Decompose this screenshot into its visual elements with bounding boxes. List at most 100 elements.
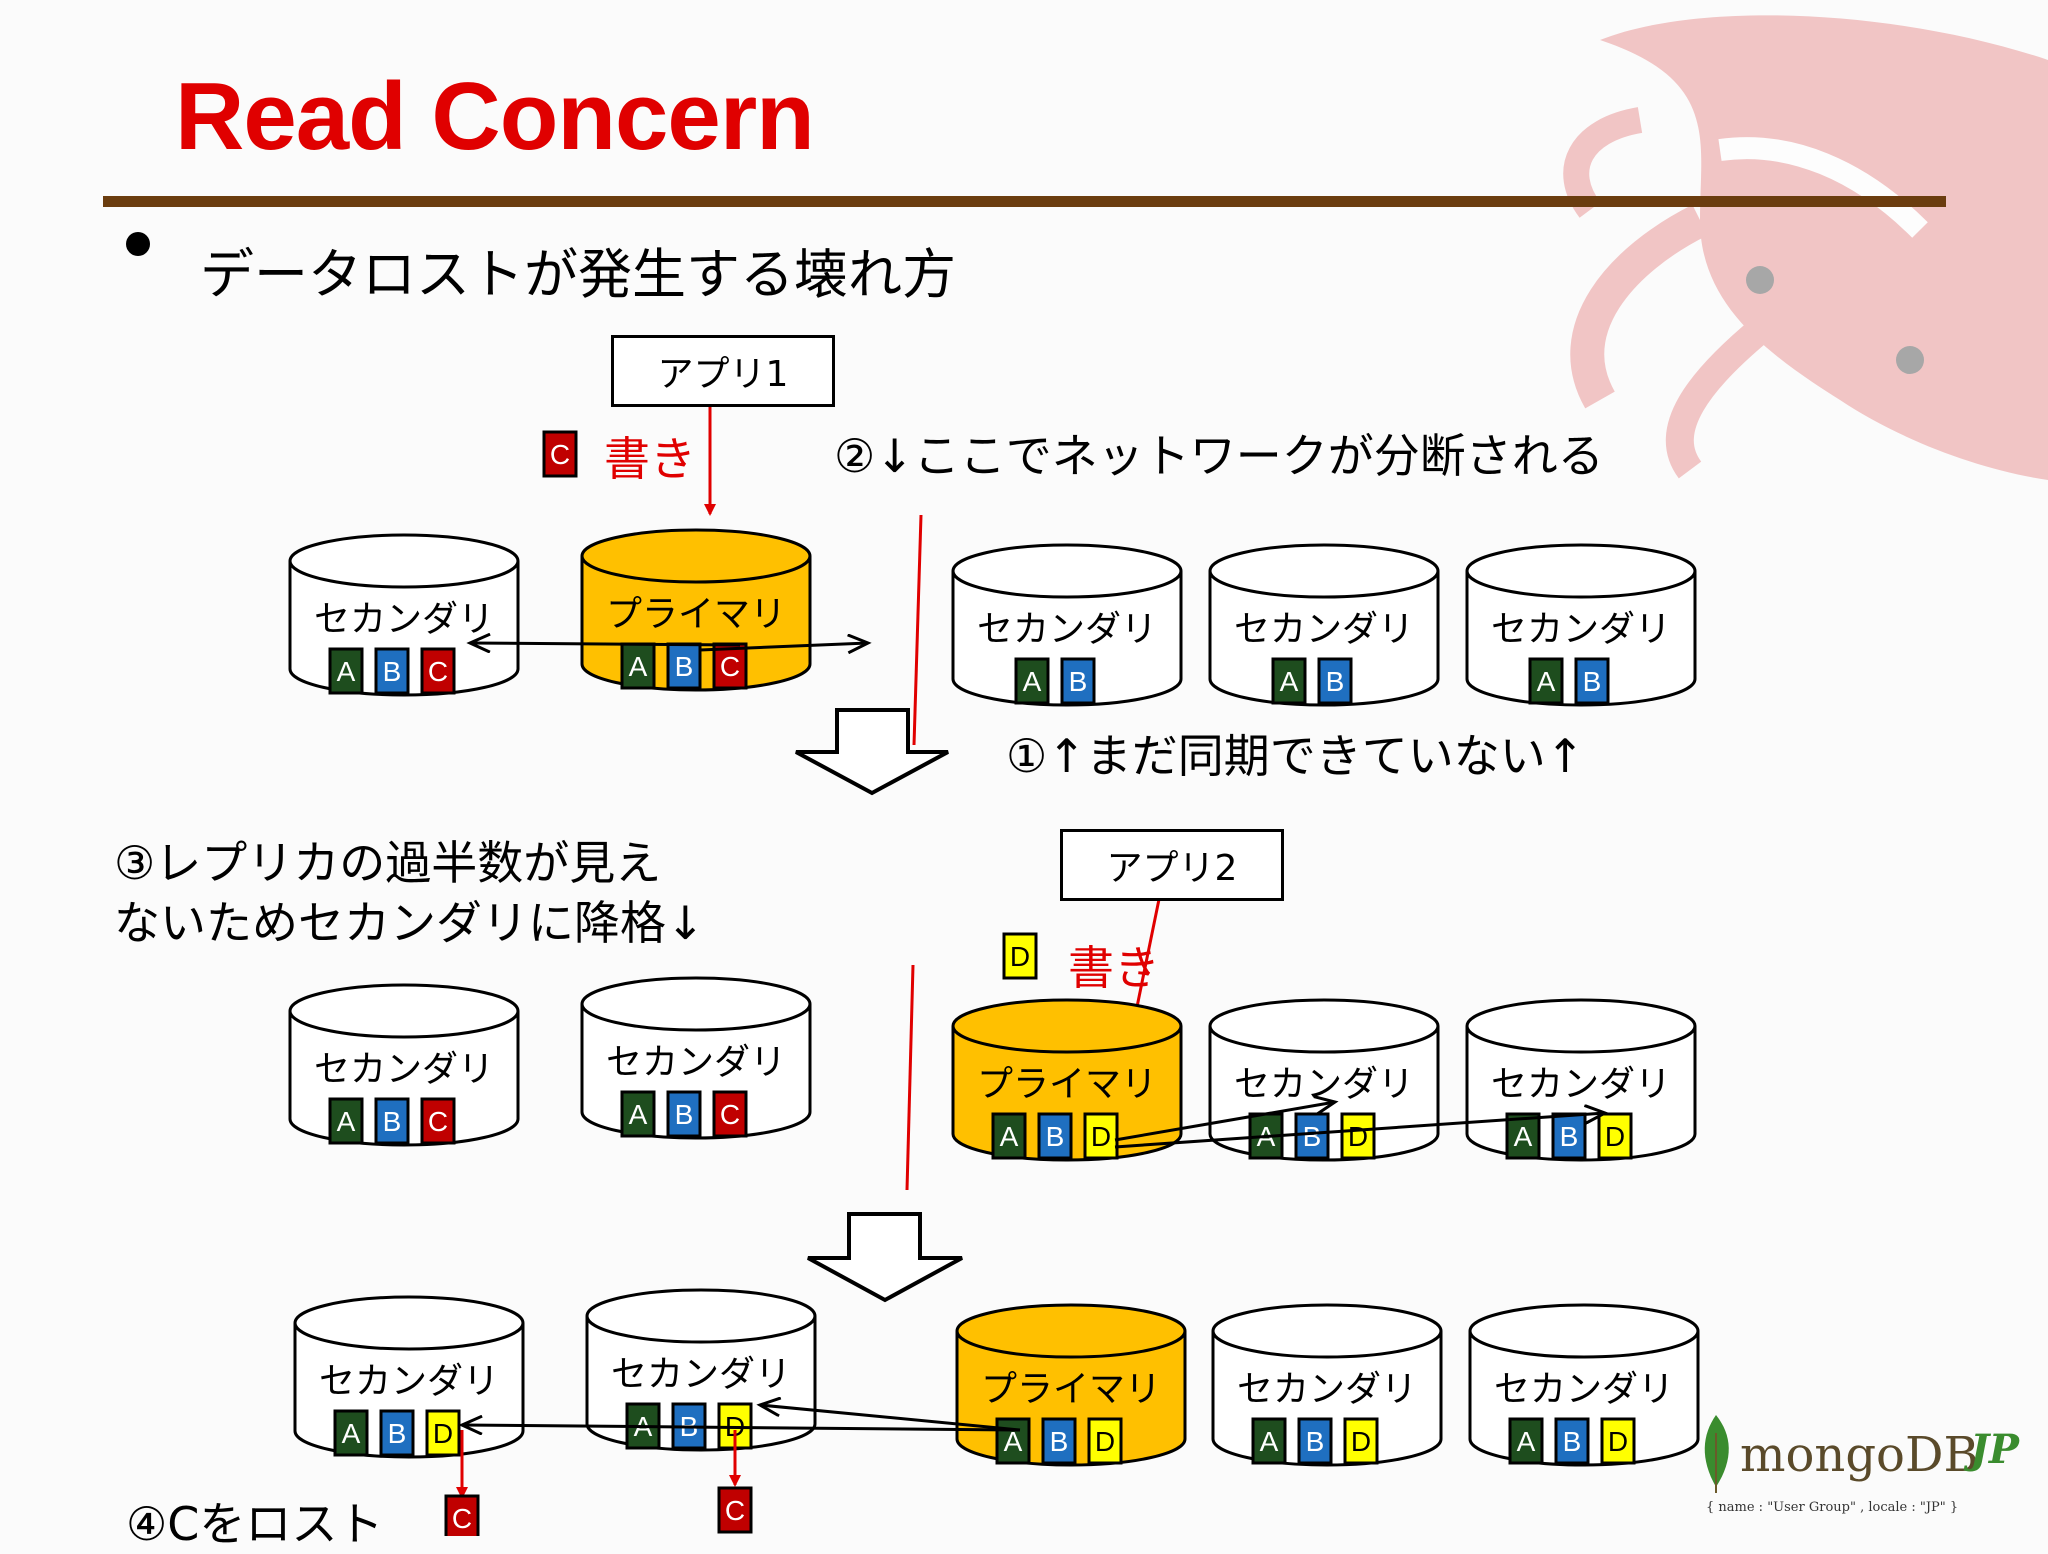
write-chip-c: C [542, 430, 578, 478]
write-chip-d: D [1002, 932, 1038, 980]
svg-text:B: B [388, 1418, 407, 1449]
svg-text:D: D [1351, 1426, 1371, 1457]
svg-text:A: A [1514, 1121, 1533, 1152]
replication-arrows [462, 643, 1605, 1430]
svg-text:C: C [725, 1495, 745, 1526]
db-role-label: セカンダリ [1491, 609, 1671, 650]
svg-text:C: C [720, 651, 740, 682]
chip-B: B [1554, 1417, 1590, 1465]
chip-B: B [666, 642, 702, 690]
step1-label: ①↑まだ同期できていない↑ [1006, 729, 1585, 783]
chip-C: C [420, 1097, 456, 1145]
chip-A: A [333, 1409, 369, 1457]
down-arrow-2 [807, 1212, 963, 1303]
partition-line-2 [905, 964, 915, 1191]
chip-A: A [1508, 1417, 1544, 1465]
chip-A: A [995, 1417, 1031, 1465]
svg-text:B: B [383, 656, 402, 687]
svg-text:D: D [433, 1418, 453, 1449]
chip-D: D [1597, 1112, 1633, 1160]
chip-A: A [620, 642, 656, 690]
squid-mascot-icon [1563, 15, 2048, 481]
chip-A: A [620, 1090, 656, 1138]
step2-label: ②↓ここでネットワークが分断される [834, 429, 1604, 483]
svg-text:B: B [1326, 666, 1345, 697]
db-role-label: セカンダリ [1237, 1369, 1417, 1410]
step4-label: ④Cをロスト [126, 1497, 384, 1551]
svg-text:B: B [1563, 1426, 1582, 1457]
chip-B: B [1297, 1417, 1333, 1465]
svg-text:A: A [337, 656, 356, 687]
chip-B: B [1551, 1112, 1587, 1160]
db-role-label: プライマリ [606, 594, 786, 635]
chip-D: D [1343, 1417, 1379, 1465]
svg-text:A: A [1004, 1426, 1023, 1457]
slide-title: Read Concern [175, 63, 815, 170]
db-role-label: セカンダリ [319, 1361, 499, 1402]
chip-B: B [1060, 657, 1096, 705]
svg-text:A: A [1260, 1426, 1279, 1457]
svg-text:A: A [1517, 1426, 1536, 1457]
svg-text:B: B [383, 1106, 402, 1137]
svg-text:B: B [1069, 666, 1088, 697]
svg-text:A: A [1000, 1121, 1019, 1152]
chip-D: D [1340, 1112, 1376, 1160]
svg-text:D: D [1091, 1121, 1111, 1152]
chip-A: A [991, 1112, 1027, 1160]
chip-B: B [1041, 1417, 1077, 1465]
db-role-label: セカンダリ [1494, 1369, 1674, 1410]
lost-chip-c-1: C [444, 1494, 480, 1536]
svg-text:B: B [1303, 1121, 1322, 1152]
db-role-label: セカンダリ [1234, 1064, 1414, 1105]
db-role-label: セカンダリ [606, 1042, 786, 1083]
svg-text:B: B [1560, 1121, 1579, 1152]
chip-C: C [712, 642, 748, 690]
chip-B: B [1037, 1112, 1073, 1160]
chip-D: D [425, 1409, 461, 1457]
app2-box: アプリ2 [1060, 829, 1284, 901]
svg-text:C: C [452, 1503, 472, 1534]
bullet-dot-icon [126, 232, 150, 256]
svg-text:D: D [1608, 1426, 1628, 1457]
title-rule [103, 196, 1946, 207]
svg-text:B: B [1583, 666, 1602, 697]
svg-text:D: D [1095, 1426, 1115, 1457]
db-role-label: プライマリ [977, 1064, 1157, 1105]
write-label-1: 書き [604, 432, 696, 486]
chip-C: C [712, 1090, 748, 1138]
chip-A: A [1528, 657, 1564, 705]
db-role-label: セカンダリ [1234, 609, 1414, 650]
mongodb-jp-logo: mongoDB JP [1704, 1415, 2021, 1493]
partition-line-1 [912, 514, 923, 746]
svg-text:D: D [1605, 1121, 1625, 1152]
app1-box: アプリ1 [611, 335, 835, 407]
svg-text:C: C [550, 439, 570, 470]
chip-A: A [1251, 1417, 1287, 1465]
lost-chip-c-2: C [717, 1486, 753, 1534]
db-role-label: セカンダリ [314, 599, 494, 640]
chip-B: B [374, 647, 410, 695]
down-arrow-1 [795, 708, 949, 796]
chip-B: B [379, 1409, 415, 1457]
chip-A: A [328, 1097, 364, 1145]
db-role-label: セカンダリ [314, 1049, 494, 1090]
db-role-label: セカンダリ [977, 609, 1157, 650]
svg-text:A: A [1537, 666, 1556, 697]
step3-label-line1: ③レプリカの過半数が見え [114, 836, 662, 890]
logo-footer: { name : "User Group" , locale : "JP" } [1706, 1500, 1959, 1515]
svg-text:A: A [629, 1099, 648, 1130]
svg-text:B: B [1306, 1426, 1325, 1457]
svg-text:A: A [337, 1106, 356, 1137]
